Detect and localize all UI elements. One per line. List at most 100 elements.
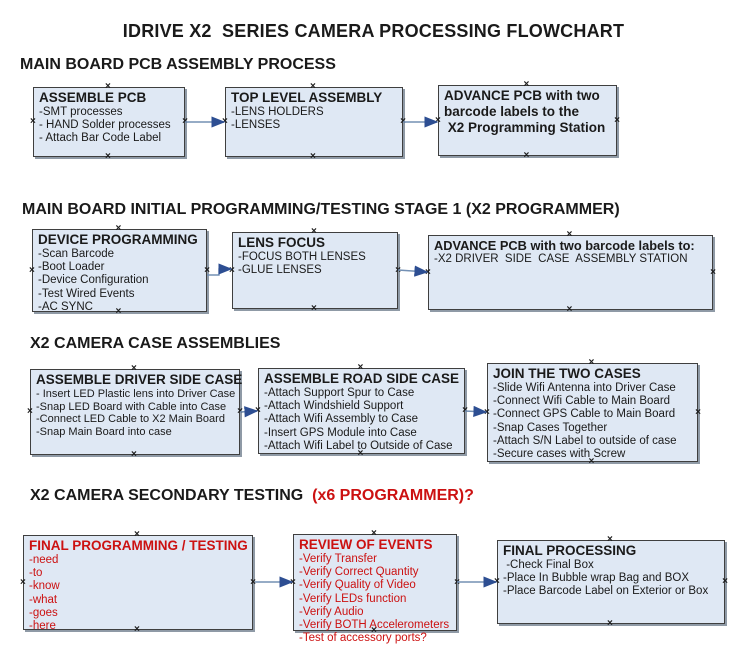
box-title: FINAL PROCESSING (503, 543, 637, 558)
connection-handle-icon: × (425, 266, 431, 278)
connection-handle-icon: × (494, 576, 500, 587)
connection-handle-icon: × (695, 406, 701, 418)
connection-handle-icon: × (614, 114, 620, 126)
box-item: -Verify Audio (299, 605, 364, 618)
connection-handle-icon: × (250, 576, 256, 588)
box-item: -Verify Correct Quantity (299, 566, 419, 579)
connector-arrow-lensfocus-to-advance (397, 265, 429, 277)
connector-arrow-driver-to-road (239, 406, 259, 418)
connection-handle-icon: × (454, 576, 460, 588)
box-item: -Connect Wifi Cable to Main Board (493, 395, 671, 408)
connection-handle-icon: × (311, 303, 317, 314)
connection-handle-icon: × (710, 266, 716, 278)
flow-box-assemble-driver-side-case: ASSEMBLE DRIVER SIDE CASE - Insert LED P… (27, 364, 243, 460)
box-title: ADVANCE PCB with two barcode labels to t… (444, 88, 606, 136)
connection-handle-icon: × (290, 576, 296, 588)
connection-handle-icon: × (182, 116, 188, 127)
connection-handle-icon: × (229, 264, 235, 276)
box-item: -Secure cases with Screw (493, 447, 626, 460)
box-item: -FOCUS BOTH LENSES (238, 251, 366, 264)
box-item: -to (29, 567, 43, 580)
box-item: -Attach Windshield Support (264, 400, 404, 413)
box-title: DEVICE PROGRAMMING (38, 232, 198, 247)
connection-handle-icon: × (435, 114, 441, 126)
box-item: -Snap LED Board with Cable into Case (36, 400, 227, 413)
connection-handle-icon: × (105, 151, 111, 162)
box-title: FINAL PROGRAMMING / TESTING (29, 538, 248, 553)
box-item: -LENS HOLDERS (231, 106, 324, 119)
box-item: - Insert LED Plastic lens into Driver Ca… (36, 388, 236, 401)
box-item: -Place Barcode Label on Exterior or Box (503, 585, 709, 598)
connection-handle-icon: × (523, 150, 530, 161)
box-title: LENS FOCUS (238, 235, 326, 250)
flow-box-lens-focus: LENS FOCUS -FOCUS BOTH LENSES -GLUE LENS… (229, 227, 401, 314)
flow-box-join-the-two-cases: JOIN THE TWO CASES -Slide Wifi Antenna i… (484, 358, 701, 467)
flow-box-advance-pcb-programming-station: ADVANCE PCB with two barcode labels to t… (435, 80, 620, 161)
connection-handle-icon: × (131, 449, 137, 460)
flow-box-advance-pcb-case-assembly: ADVANCE PCB with two barcode labels to: … (425, 230, 716, 315)
section-heading-pcb-assembly: MAIN BOARD PCB ASSEMBLY PROCESS (20, 56, 336, 73)
box-item: -know (29, 580, 60, 593)
box-item: -what (29, 593, 58, 606)
box-item: -Attach S/N Label to outside of case (493, 434, 677, 447)
box-item: -Verify BOTH Accelerometers (299, 618, 450, 631)
flow-box-review-of-events: REVIEW OF EVENTS -Verify Transfer -Verif… (290, 529, 460, 644)
box-title: REVIEW OF EVENTS (299, 537, 433, 552)
box-title: ASSEMBLE PCB (39, 90, 147, 105)
box-item: -Snap Cases Together (493, 421, 608, 434)
connector-arrow-programming-to-lensfocus (207, 263, 233, 276)
box-item: -Insert GPS Module into Case (264, 426, 417, 439)
box-item: -Connect LED Cable to X2 Main Board (36, 413, 225, 426)
box-item: -Test Wired Events (38, 287, 135, 300)
box-title: ADVANCE PCB with two barcode labels to: (434, 238, 695, 253)
box-item: - HAND Solder processes (39, 119, 171, 132)
connection-handle-icon: × (222, 116, 228, 127)
section-heading-initial-programming: MAIN BOARD INITIAL PROGRAMMING/TESTING S… (22, 201, 620, 218)
box-title: ASSEMBLE DRIVER SIDE CASE (36, 372, 243, 387)
flow-box-device-programming: DEVICE PROGRAMMING -Scan Barcode -Boot L… (29, 224, 210, 317)
connection-handle-icon: × (255, 405, 261, 416)
connection-handle-icon: × (29, 264, 35, 276)
page-title: IDRIVE X2 SERIES CAMERA PROCESSING FLOWC… (122, 21, 625, 41)
box-item: -Scan Barcode (38, 248, 115, 261)
box-item: -Verify Transfer (299, 553, 377, 566)
box-title: JOIN THE TWO CASES (493, 366, 641, 381)
box-item: -Snap Main Board into case (36, 425, 172, 438)
box-item: -Connect GPS Cable to Main Board (493, 408, 676, 421)
connection-handle-icon: × (27, 406, 33, 417)
box-item: -Test of accessory ports? (299, 631, 427, 644)
connection-handle-icon: × (400, 116, 406, 127)
box-item: -Attach Wifi Assembly to Case (264, 413, 419, 426)
box-item: -Check Final Box (503, 559, 594, 572)
flow-box-top-level-assembly: TOP LEVEL ASSEMBLY -LENS HOLDERS -LENSES… (222, 82, 406, 162)
connection-handle-icon: × (722, 576, 728, 587)
section-heading-secondary-testing: X2 CAMERA SECONDARY TESTING (x6 PROGRAMM… (30, 487, 474, 505)
box-item: -goes (29, 606, 58, 619)
flow-box-assemble-pcb: ASSEMBLE PCB -SMT processes - HAND Solde… (30, 82, 188, 162)
flow-box-final-processing: FINAL PROCESSING -Check Final Box -Place… (494, 535, 728, 629)
box-item: -GLUE LENSES (238, 264, 322, 277)
box-item: -need (29, 554, 59, 567)
section-heading-black-part: X2 CAMERA SECONDARY TESTING (30, 487, 313, 504)
box-item: -Verify Quality of Video (299, 579, 416, 592)
box-item: -X2 DRIVER SIDE CASE ASSEMBLY STATION (434, 253, 688, 266)
connection-handle-icon: × (237, 406, 243, 417)
flow-box-final-programming-testing: FINAL PROGRAMMING / TESTING -need -to -k… (20, 530, 256, 635)
box-item: - Attach Bar Code Label (39, 132, 162, 145)
box-item: -Attach Support Spur to Case (264, 387, 415, 400)
connection-handle-icon: × (30, 116, 36, 127)
connection-handle-icon: × (20, 576, 26, 588)
connection-handle-icon: × (462, 405, 468, 416)
box-item: -here (29, 619, 56, 632)
box-title: ASSEMBLE ROAD SIDE CASE (264, 371, 460, 386)
box-item: -AC SYNC (38, 300, 93, 313)
connection-handle-icon: × (566, 304, 573, 315)
connection-handle-icon: × (310, 151, 316, 162)
box-item: -SMT processes (39, 106, 123, 119)
box-title: TOP LEVEL ASSEMBLY (231, 90, 383, 105)
section-heading-red-part: (x6 PROGRAMMER)? (312, 487, 474, 504)
box-item: -Verify LEDs function (299, 592, 407, 605)
box-item: -Attach Wifi Label to Outside of Case (264, 439, 453, 452)
connection-handle-icon: × (484, 406, 490, 418)
